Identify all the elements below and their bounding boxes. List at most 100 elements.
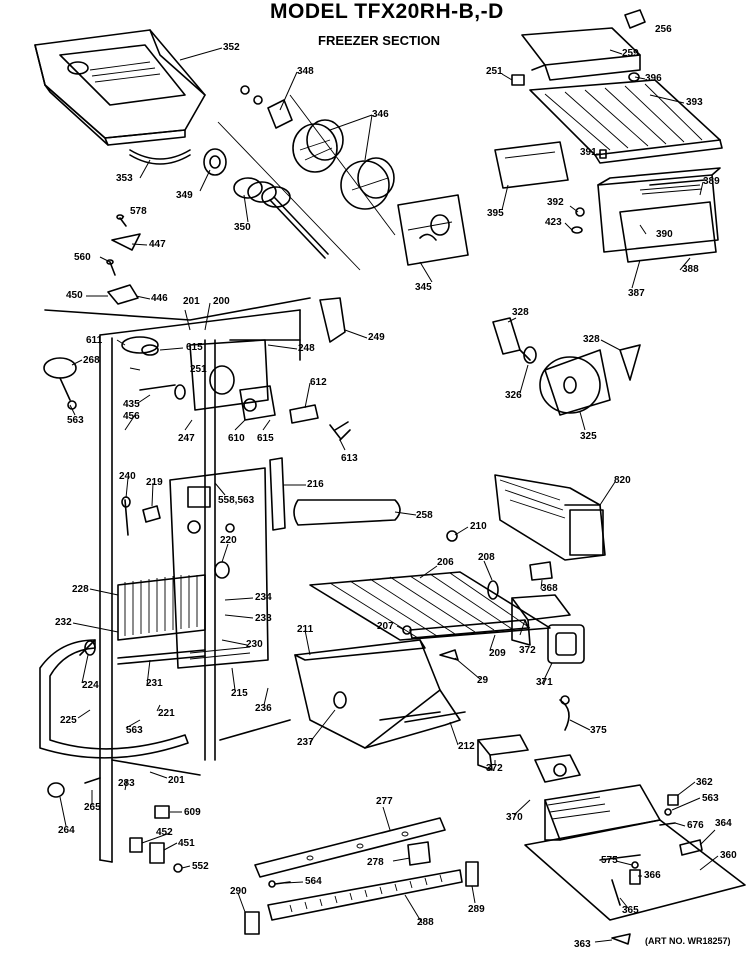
callout-615-lower: 615 xyxy=(257,433,274,444)
callout-353: 353 xyxy=(116,173,133,184)
callout-423: 423 xyxy=(545,217,562,228)
thermostat-wire-240 xyxy=(121,496,131,536)
clip-363 xyxy=(611,933,631,945)
callout-247: 247 xyxy=(178,433,195,444)
shelf-393 xyxy=(529,79,723,164)
callout-360: 360 xyxy=(720,850,737,861)
callout-216: 216 xyxy=(307,479,324,490)
cap-264 xyxy=(47,782,65,798)
screw-392 xyxy=(575,207,585,217)
callout-820: 820 xyxy=(614,475,631,486)
callout-365: 365 xyxy=(622,905,639,916)
callout-210: 210 xyxy=(470,521,487,532)
fan-cover-216 xyxy=(269,457,286,531)
callout-613: 613 xyxy=(341,453,358,464)
callout-251-lower: 251 xyxy=(190,364,207,375)
callout-225: 225 xyxy=(60,715,77,726)
callout-575: 575 xyxy=(601,855,618,866)
rail-259 xyxy=(521,27,641,81)
screw-564 xyxy=(268,880,291,888)
callout-352: 352 xyxy=(223,42,240,53)
gear-326 xyxy=(523,346,537,364)
grille-201 xyxy=(111,759,201,776)
callout-558-563: 558,563 xyxy=(218,495,255,506)
callout-212: 212 xyxy=(458,741,475,752)
auger-350 xyxy=(233,177,329,259)
art-number: (ART NO. WR18257) xyxy=(645,936,731,946)
lever-366 xyxy=(629,869,641,885)
lever-446 xyxy=(107,284,139,305)
end-cap-290 xyxy=(244,911,260,935)
clip-612 xyxy=(289,404,319,424)
cap-251 xyxy=(511,74,525,86)
heater-220 xyxy=(214,561,230,579)
grille-288 xyxy=(267,869,463,921)
callout-264: 264 xyxy=(58,825,75,836)
cover-372a xyxy=(511,594,571,646)
callout-676: 676 xyxy=(687,820,704,831)
callout-230: 230 xyxy=(246,639,263,650)
shelf-stop-29 xyxy=(439,649,459,661)
callout-612: 612 xyxy=(310,377,327,388)
sensor-435 xyxy=(139,384,186,400)
callout-258: 258 xyxy=(416,510,433,521)
callout-396: 396 xyxy=(645,73,662,84)
duct-258 xyxy=(293,499,401,526)
cam-447 xyxy=(111,233,141,251)
guide-line-b xyxy=(289,94,396,236)
callout-200: 200 xyxy=(213,296,230,307)
leader-lines xyxy=(59,47,719,943)
callout-326: 326 xyxy=(505,390,522,401)
evaporator-cover-215 xyxy=(169,467,269,669)
fan-housing-248 xyxy=(189,339,301,411)
bucket-bail-353 xyxy=(129,149,191,165)
callout-348: 348 xyxy=(297,66,314,77)
callout-435: 435 xyxy=(123,399,140,410)
callout-368: 368 xyxy=(541,583,558,594)
callout-207: 207 xyxy=(377,621,394,632)
callout-390: 390 xyxy=(656,229,673,240)
cover-372b xyxy=(477,734,529,771)
callout-201-lower: 201 xyxy=(168,775,185,786)
fan-blade-613 xyxy=(329,421,351,441)
callout-228: 228 xyxy=(72,584,89,595)
defrost-heater-231 xyxy=(117,649,206,665)
spring-208 xyxy=(487,580,499,600)
bracket-362 xyxy=(667,794,679,806)
callout-563-upper: 563 xyxy=(67,415,84,426)
guide-line-a xyxy=(217,121,361,271)
bearing-349 xyxy=(203,148,227,176)
callout-364: 364 xyxy=(715,818,732,829)
callout-393: 393 xyxy=(686,97,703,108)
spring-364 xyxy=(679,839,703,856)
drain-trough-225 xyxy=(39,639,189,759)
callout-249: 249 xyxy=(368,332,385,343)
wire-shelf-206 xyxy=(309,571,551,641)
screw-563c xyxy=(664,808,672,816)
ice-bin-211 xyxy=(294,639,461,749)
callout-609: 609 xyxy=(184,807,201,818)
callout-451: 451 xyxy=(178,838,195,849)
callout-370: 370 xyxy=(506,812,523,823)
callout-236: 236 xyxy=(255,703,272,714)
harness-375 xyxy=(559,695,570,731)
callout-446: 446 xyxy=(151,293,168,304)
callout-560: 560 xyxy=(74,252,91,263)
damper-611-615 xyxy=(121,336,159,356)
shelf-rail-209 xyxy=(409,619,529,639)
callout-215: 215 xyxy=(231,688,248,699)
callout-346: 346 xyxy=(372,109,389,120)
fill-tube-328 xyxy=(492,317,531,361)
callout-201-top: 201 xyxy=(183,296,200,307)
callout-387: 387 xyxy=(628,288,645,299)
callout-328-upper: 328 xyxy=(512,307,529,318)
callout-388: 388 xyxy=(682,264,699,275)
callout-564: 564 xyxy=(305,876,322,887)
cover-389-390 xyxy=(597,167,721,253)
callout-248: 248 xyxy=(298,343,315,354)
bracket-395 xyxy=(494,141,569,189)
callout-278: 278 xyxy=(367,857,384,868)
clamp-278 xyxy=(407,841,431,866)
